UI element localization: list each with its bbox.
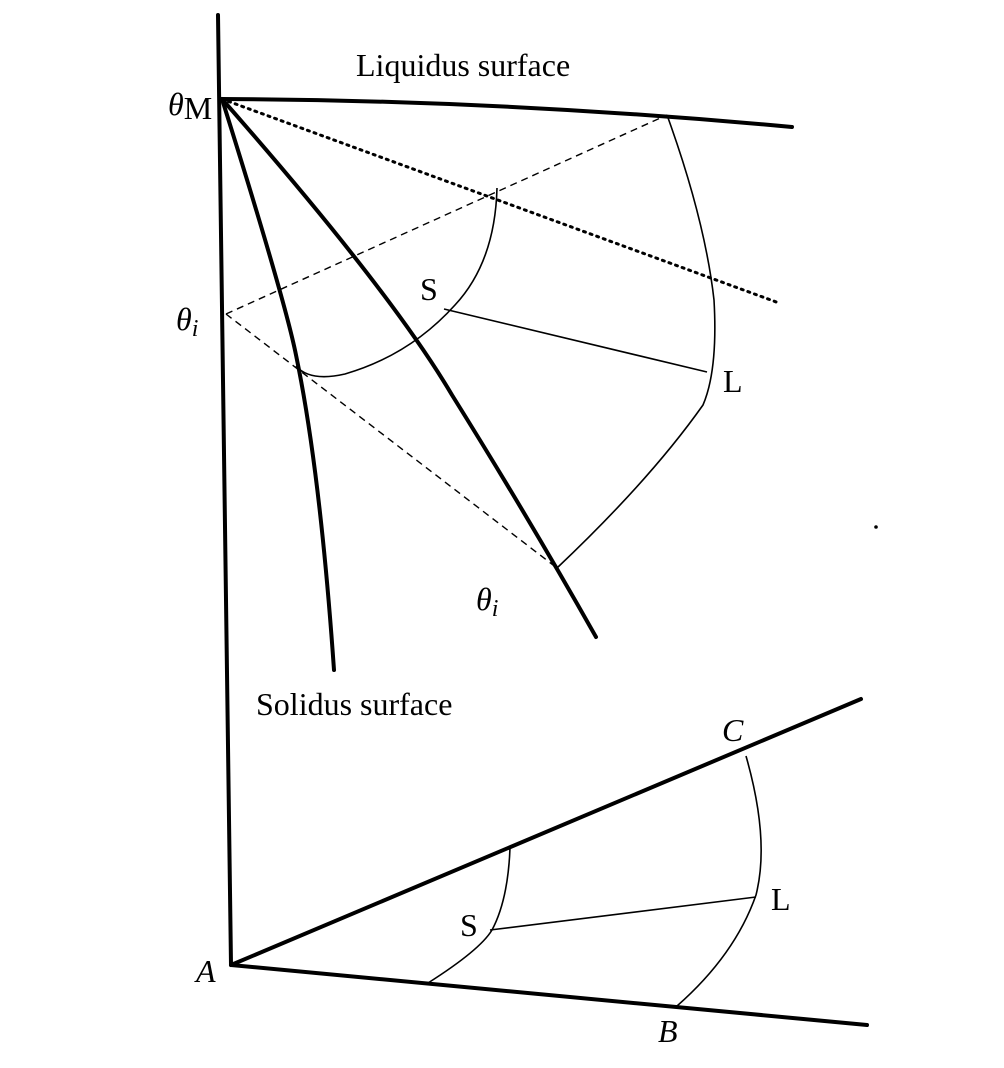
solidus-curve-outer [220, 97, 336, 672]
liquidus-surface-line [220, 97, 794, 129]
vertex-c-label: C [722, 712, 744, 748]
vertex-b-label: B [658, 1013, 678, 1049]
point-l-lower-label: L [771, 881, 791, 917]
triangle-side-ab [229, 963, 869, 1027]
liquidus-section-curve [556, 114, 716, 569]
point-s-upper-label: S [420, 271, 438, 307]
theta-i-curve-label: θi [476, 581, 498, 622]
tie-line-lower [489, 896, 757, 931]
solidus-surface-label: Solidus surface [256, 686, 452, 722]
solidus-section-curve [295, 187, 498, 378]
theta-i-axis-label: θi [176, 301, 198, 342]
liquidus-surface-label: Liquidus surface [356, 47, 570, 83]
vertex-a-label: A [194, 953, 216, 989]
solidus-curve-inner [220, 97, 598, 639]
isotherm-dashed-upper [225, 114, 668, 315]
isotherm-dashed-lower [225, 313, 558, 569]
dotted-guide-line [220, 97, 781, 305]
triangle-side-ac [229, 697, 863, 967]
point-s-lower-label: S [460, 907, 478, 943]
theta-m-label: θM [168, 86, 212, 126]
temperature-axis [216, 13, 233, 967]
speck [874, 525, 878, 529]
projected-liquidus-curve [676, 755, 762, 1007]
tie-line-upper [443, 308, 708, 373]
point-l-upper-label: L [723, 363, 743, 399]
